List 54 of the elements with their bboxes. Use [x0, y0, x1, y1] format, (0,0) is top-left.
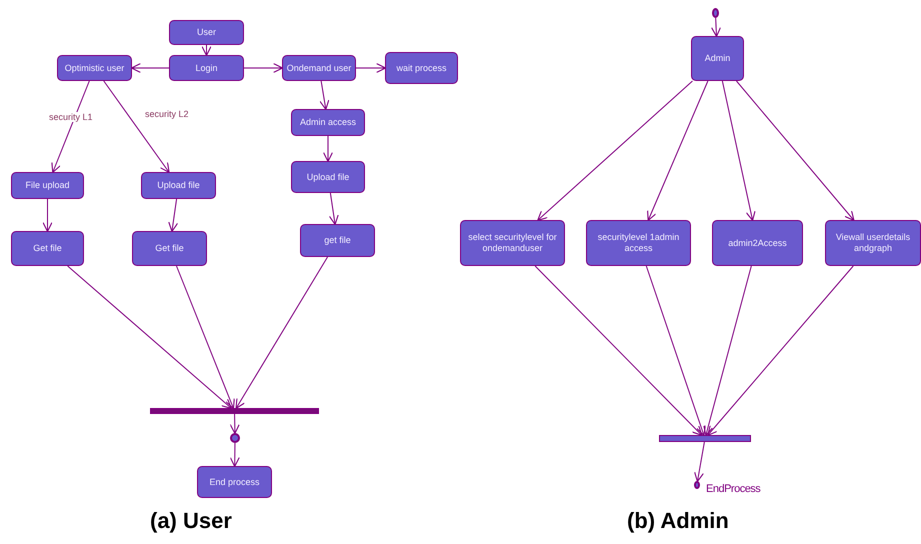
activity-box: Get file: [11, 231, 84, 266]
activity-box: Admin: [691, 36, 744, 81]
activity-box: Optimistic user: [57, 55, 132, 81]
arrow: [537, 80, 693, 221]
arrow: [168, 198, 178, 232]
activity-box: Login: [169, 55, 244, 81]
activity-box: Admin access: [291, 109, 365, 136]
arrow: [42, 198, 53, 232]
activity-box: admin2Access: [712, 220, 803, 266]
activity-box: User: [169, 20, 244, 45]
arrow: [736, 80, 854, 221]
activity-box: End process: [197, 466, 272, 498]
arrow: [722, 80, 756, 221]
arrow: [647, 80, 708, 221]
activity-box: Upload file: [141, 172, 216, 199]
activity-box: Upload file: [291, 161, 365, 193]
activity-box: securitylevel 1admin access: [586, 220, 691, 266]
arrow: [646, 266, 706, 436]
arrow: [201, 44, 212, 56]
activity-box: get file: [300, 224, 375, 257]
activity-box: wait process: [385, 52, 458, 84]
arrow: [176, 266, 235, 409]
caption: (a) User: [150, 508, 232, 534]
activity-box: Viewall userdetails andgraph: [825, 220, 921, 266]
arrow: [356, 62, 386, 74]
arrow: [51, 80, 90, 173]
arrow: [322, 136, 334, 162]
arrow: [703, 266, 752, 436]
arrow: [236, 256, 328, 409]
caption: (b) Admin: [627, 508, 729, 534]
state-dot: [230, 433, 240, 443]
state-label: EndProcess: [706, 483, 760, 495]
arrow: [230, 442, 240, 467]
activity-box: Get file: [132, 231, 207, 266]
edge-label: security L2: [144, 109, 190, 119]
arrow: [244, 62, 283, 74]
arrow: [319, 80, 330, 110]
arrow: [230, 414, 240, 434]
arrow: [711, 18, 722, 37]
arrow: [67, 266, 232, 409]
state-dot: [712, 8, 719, 18]
arrow: [103, 80, 170, 173]
arrow: [707, 266, 854, 436]
edge-label: security L1: [48, 112, 94, 122]
activity-box: select securitylevel for ondemanduser: [460, 220, 565, 266]
arrow: [534, 266, 702, 436]
synchronization-bar: [659, 435, 751, 442]
activity-box: File upload: [11, 172, 84, 199]
arrow: [328, 192, 339, 225]
activity-box: Ondemand user: [282, 55, 356, 81]
state-dot: [694, 481, 700, 489]
arrow: [131, 62, 170, 74]
arrow: [694, 442, 705, 482]
synchronization-bar: [150, 408, 319, 414]
